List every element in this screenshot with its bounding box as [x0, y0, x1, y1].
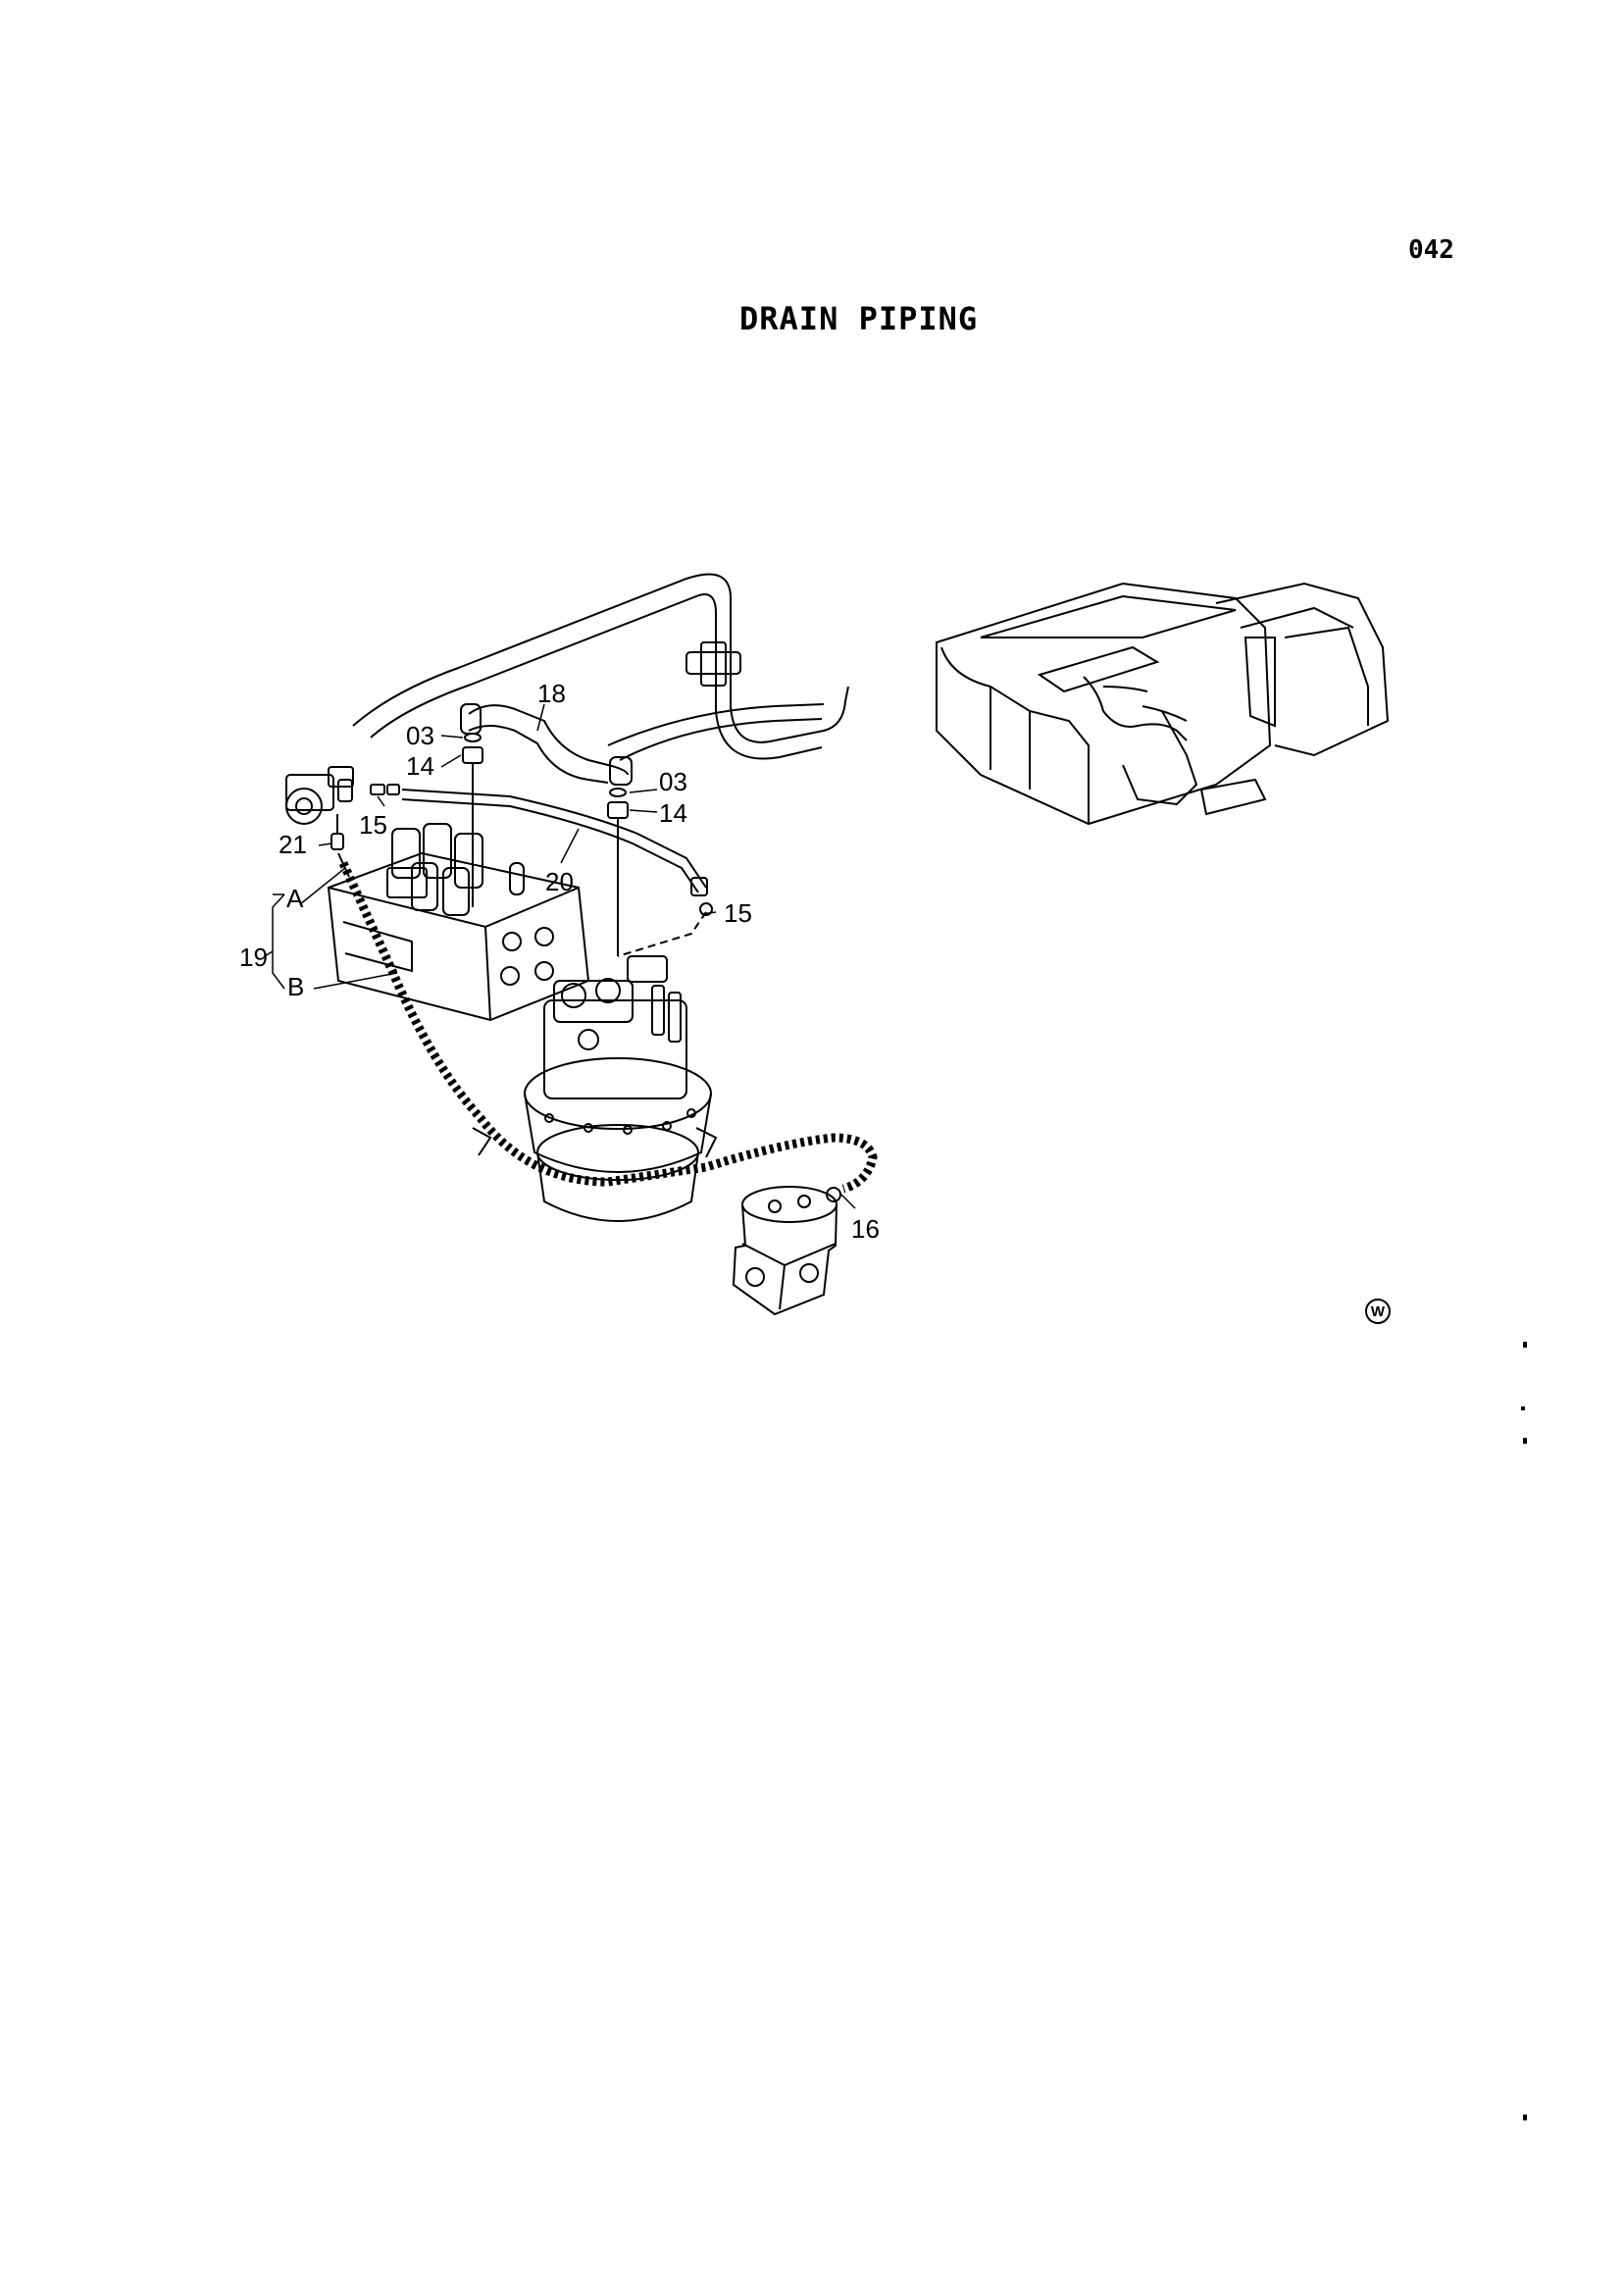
callout-19: 19 — [239, 943, 268, 972]
callout-03-left: 03 — [406, 721, 434, 750]
edge-mark — [1523, 2115, 1527, 2120]
upper-drain-pipe — [352, 573, 849, 760]
pilot-valve — [285, 766, 354, 825]
edge-mark — [1523, 1342, 1527, 1348]
leader-lines — [264, 703, 856, 1209]
edge-mark — [1523, 1438, 1527, 1444]
page-number: 042 — [1408, 235, 1454, 265]
callout-14-left: 14 — [406, 751, 434, 781]
callout-labels: 18 03 14 03 14 15 21 20 15 A 19 B 16 — [239, 679, 880, 1244]
page-title: DRAIN PIPING — [739, 300, 979, 337]
callout-21: 21 — [279, 830, 307, 859]
callout-15-upper: 15 — [359, 810, 387, 840]
control-valve — [327, 823, 590, 1022]
return-hose — [607, 703, 825, 746]
circled-w-mark: W — [1365, 1299, 1391, 1324]
main-assembly-view — [264, 573, 878, 1316]
callout-14-right: 14 — [659, 798, 687, 828]
hose-19 — [338, 861, 878, 1194]
callout-20: 20 — [545, 867, 574, 896]
callout-03-right: 03 — [659, 767, 687, 796]
circled-w-letter: W — [1371, 1303, 1386, 1320]
hose-18 — [460, 703, 633, 786]
edge-mark — [1521, 1406, 1525, 1410]
pipe-20 — [401, 789, 707, 889]
machine-location-view — [936, 582, 1390, 826]
callout-18: 18 — [537, 679, 566, 708]
callout-15-lower: 15 — [724, 898, 752, 928]
callout-16: 16 — [851, 1214, 880, 1244]
callout-B: B — [287, 972, 304, 1001]
callout-A: A — [286, 884, 304, 913]
center-joint — [732, 1186, 841, 1316]
